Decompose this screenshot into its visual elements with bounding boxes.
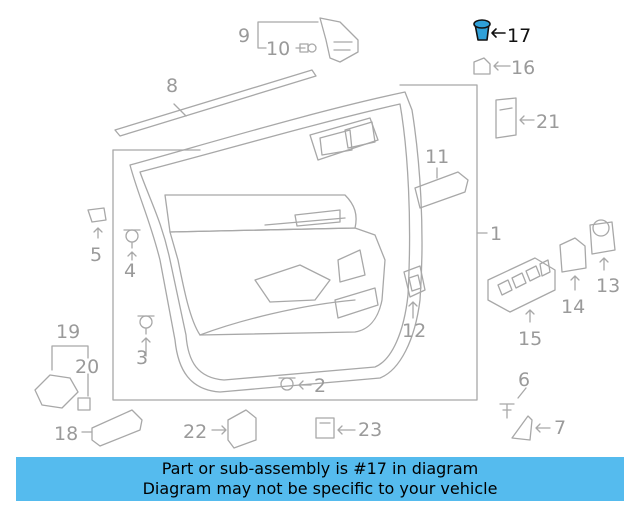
- banner-line-2: Diagram may not be specific to your vehi…: [142, 479, 498, 498]
- part-3-fastener: [137, 315, 155, 335]
- part-7-bracket: [511, 415, 533, 441]
- belt-molding: [114, 69, 317, 137]
- callout-22: 22: [183, 421, 207, 443]
- callout-19: 19: [56, 321, 80, 343]
- callout-16: 16: [511, 57, 535, 79]
- part-4-fastener: [123, 229, 141, 249]
- info-banner: Part or sub-assembly is #17 in diagram D…: [16, 457, 624, 501]
- part-14-switch: [559, 237, 587, 273]
- callout-6: 6: [518, 369, 530, 391]
- leader-arrows: [81, 61, 609, 435]
- callout-21: 21: [536, 111, 560, 133]
- callout-14: 14: [561, 296, 585, 318]
- part-6-screw: [499, 403, 515, 419]
- callout-23: 23: [358, 419, 382, 441]
- part-20-clip: [77, 397, 91, 411]
- part-15-window-switch: [487, 257, 556, 313]
- part-16-clip: [473, 57, 491, 75]
- part-17-highlighted: [473, 19, 506, 41]
- callout-1: 1: [490, 223, 502, 245]
- part-19-handle: [34, 374, 79, 409]
- callout-2: 2: [314, 375, 326, 397]
- part-5-clip: [87, 207, 107, 223]
- callout-18: 18: [54, 423, 78, 445]
- callout-5: 5: [90, 244, 102, 266]
- door-panel-outline: [112, 84, 478, 401]
- callout-9: 9: [238, 25, 250, 47]
- part-21-bezel: [495, 97, 517, 139]
- banner-line-1: Part or sub-assembly is #17 in diagram: [161, 459, 479, 478]
- callout-4: 4: [124, 260, 136, 282]
- callout-13: 13: [596, 275, 620, 297]
- callout-11: 11: [425, 146, 449, 168]
- part-13-switch: [589, 221, 616, 255]
- part-12-switch: [403, 265, 426, 298]
- mirror-cover-part: [299, 17, 359, 63]
- callout-10: 10: [266, 38, 290, 60]
- callout-17: 17: [507, 25, 531, 47]
- callout-12: 12: [402, 320, 426, 342]
- callout-8: 8: [166, 75, 178, 97]
- part-11-handle: [414, 171, 469, 209]
- bracket-19: [51, 345, 89, 371]
- door-trim-panel: [129, 91, 423, 393]
- callout-7: 7: [554, 417, 566, 439]
- part-18-cup: [91, 409, 143, 447]
- part-23-switch: [315, 417, 335, 439]
- bracket-9-10: [257, 21, 319, 49]
- callout-15: 15: [518, 328, 542, 350]
- callout-3: 3: [136, 347, 148, 369]
- part-22-switch: [227, 409, 257, 449]
- part-2-fastener: [278, 377, 296, 391]
- callout-20: 20: [75, 356, 99, 378]
